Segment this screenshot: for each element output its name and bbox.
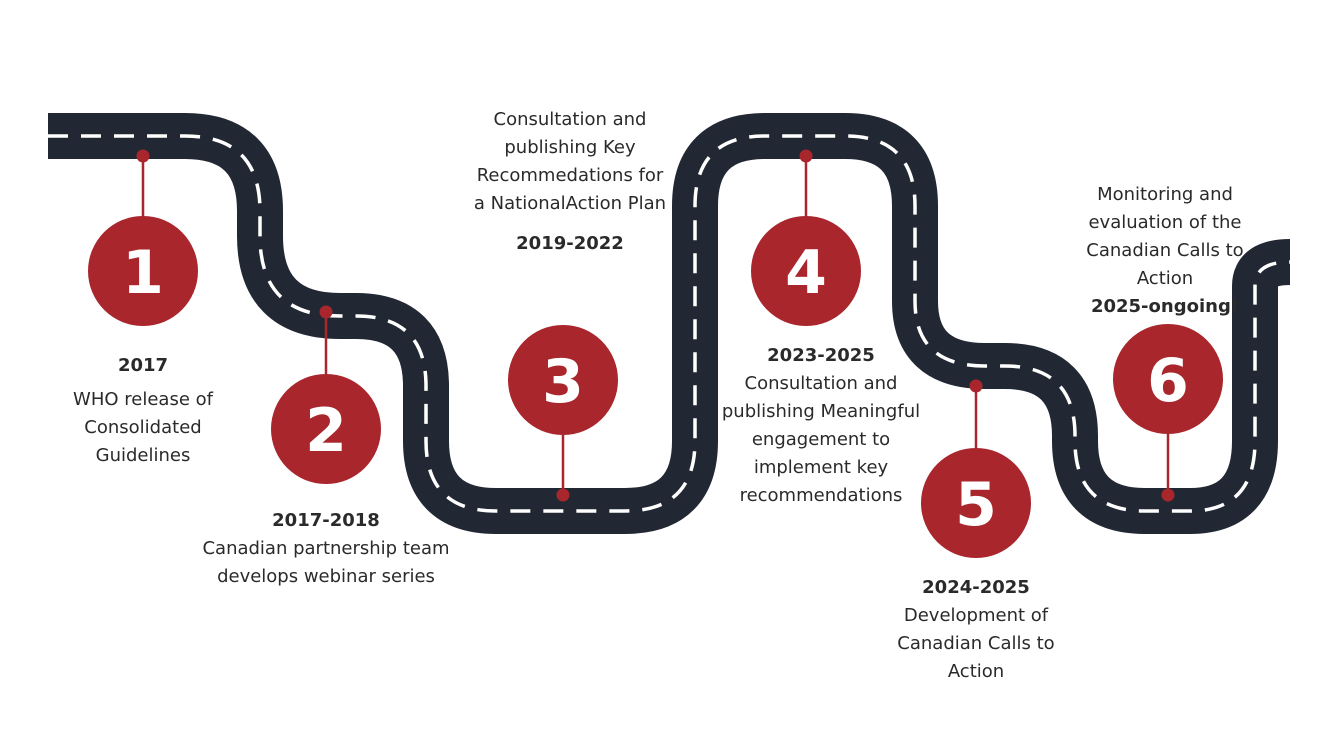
milestone-1-label: 2017 WHO release of Consolidated Guideli… (43, 352, 243, 470)
milestone-5-marker: 5 (921, 379, 1031, 558)
milestone-3-circle (508, 325, 618, 435)
milestone-4-marker: 4 (751, 149, 861, 326)
milestone-5-pin (969, 379, 983, 393)
milestone-5-year: 2024-2025 (922, 577, 1030, 598)
milestone-4-label: 2023-2025 Consultation and publishing Me… (716, 342, 926, 510)
milestone-5-circle (921, 448, 1031, 558)
milestone-1-year: 2017 (117, 355, 169, 376)
milestone-4-pin (799, 149, 813, 163)
milestone-3-description: Consultation and publishing Key Recommed… (473, 109, 667, 214)
milestone-5-number: 5 (955, 470, 997, 540)
milestone-1-circle (88, 216, 198, 326)
milestone-3-year: 2019-2022 (516, 233, 624, 254)
milestone-6-description: Monitoring and evaluation of the Canadia… (1086, 184, 1244, 289)
lane-markings (48, 134, 1291, 513)
milestone-6-pin (1161, 488, 1175, 502)
milestone-1-pin (136, 149, 150, 163)
milestone-2-description: Canadian partnership team develops webin… (202, 538, 450, 587)
milestone-6-label: Monitoring and evaluation of the Canadia… (1060, 181, 1270, 321)
milestone-3-number: 3 (542, 347, 584, 417)
milestone-6-marker: 6 (1113, 324, 1223, 502)
milestone-5-label: 2024-2025 Development of Canadian Calls … (876, 574, 1076, 686)
milestone-2-year: 2017-2018 (272, 510, 380, 531)
milestone-2-label: 2017-2018 Canadian partnership team deve… (200, 507, 452, 591)
milestone-4-number: 4 (785, 238, 827, 308)
milestone-3-pin (556, 488, 570, 502)
milestone-3-label: Consultation and publishing Key Recommed… (472, 106, 668, 258)
milestone-2-marker: 2 (271, 305, 381, 484)
milestone-1-number: 1 (122, 238, 164, 308)
milestone-2-circle (271, 374, 381, 484)
milestone-3-marker: 3 (508, 325, 618, 502)
milestone-2-number: 2 (305, 396, 347, 466)
milestone-4-circle (751, 216, 861, 326)
milestone-1-description: WHO release of Consolidated Guidelines (73, 389, 213, 466)
milestone-2-pin (319, 305, 333, 319)
milestone-6-number: 6 (1147, 346, 1189, 416)
milestone-1-marker: 1 (88, 149, 198, 326)
milestone-4-description: Consultation and publishing Meaningful e… (721, 373, 921, 506)
milestone-6-year: 2025-ongoing! (1090, 296, 1240, 317)
milestone-5-description: Development of Canadian Calls to Action (897, 605, 1055, 682)
milestone-6-circle (1113, 324, 1223, 434)
milestone-4-year: 2023-2025 (767, 345, 875, 366)
